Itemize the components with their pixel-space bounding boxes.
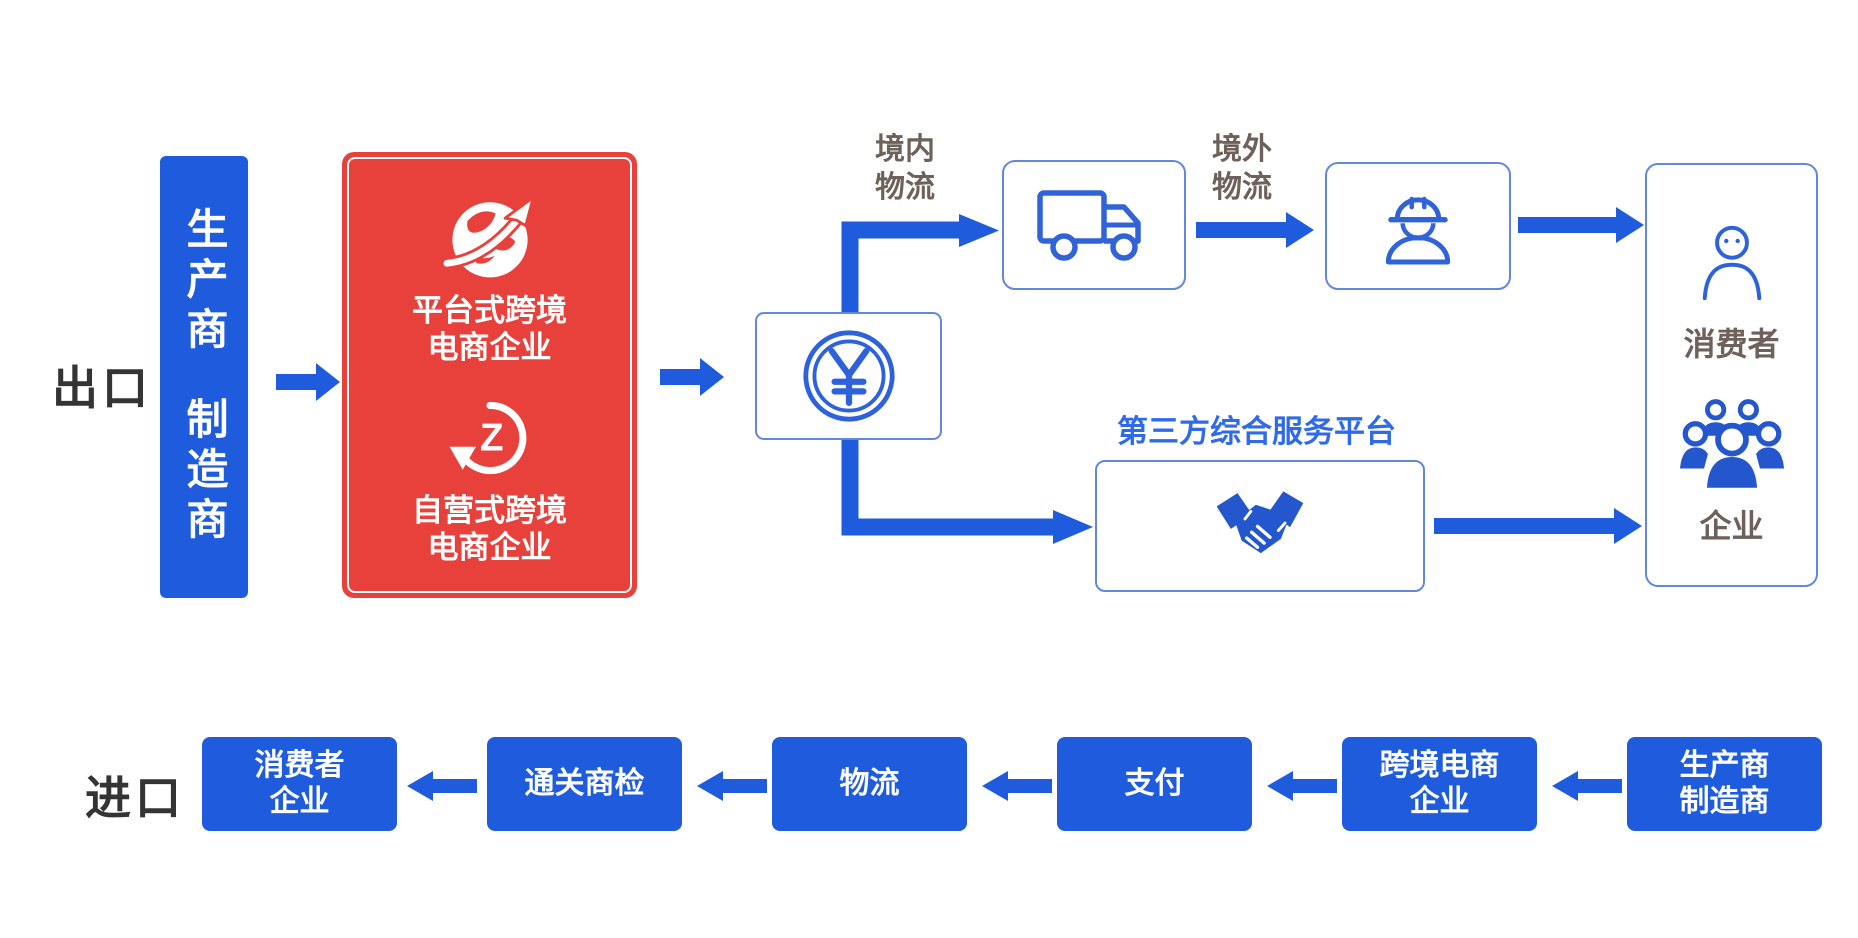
import-step-line1: 跨境电商 [1379, 749, 1500, 782]
manufacturer-word: 制造商 [181, 397, 228, 547]
arrow-ecommerce-to-payment-import [1267, 771, 1337, 801]
arrow-producer-to-ecommerce [276, 363, 340, 401]
elbow-arrow-payment-to-platform [841, 440, 1093, 544]
enterprise-label: 企业 [1699, 508, 1764, 544]
z-cycle-icon: Z [449, 401, 526, 475]
import-step-payment: 支付 [1057, 737, 1252, 831]
platform-type-line2: 电商企业 [427, 330, 552, 365]
domestic-logistics-box [1002, 160, 1186, 290]
worker-icon [1385, 196, 1451, 265]
arrow-platform-to-receivers [1434, 508, 1642, 544]
arrow-payment-to-logistics [982, 771, 1052, 801]
svg-text:Z: Z [479, 416, 503, 459]
third-party-platform-box [1095, 460, 1425, 592]
overseas-logistics-label: 境外 物流 [1192, 131, 1292, 207]
import-step-line1: 通关商检 [524, 767, 645, 800]
import-step-line1: 物流 [839, 767, 900, 800]
domestic-logistics-line2: 物流 [875, 171, 935, 204]
truck-icon [1037, 189, 1141, 261]
consumer-person-icon [1702, 225, 1761, 301]
overseas-logistics-box [1325, 162, 1511, 290]
domestic-logistics-label: 境内 物流 [855, 131, 955, 207]
self-operated-line2: 电商企业 [427, 530, 552, 565]
third-party-platform-label: 第三方综合服务平台 [1117, 414, 1396, 449]
import-step-line2: 企业 [269, 785, 330, 818]
payment-box [755, 312, 942, 440]
domestic-logistics-line1: 境内 [875, 133, 935, 166]
enterprise-group-icon [1679, 399, 1784, 488]
globe-plane-icon [442, 196, 535, 278]
import-step-line1: 生产商 [1679, 749, 1770, 782]
import-step-line1: 消费者 [254, 749, 345, 782]
yuan-coin-icon [802, 330, 895, 422]
import-step-line2: 企业 [1409, 785, 1470, 818]
arrow-logistics-to-customs [697, 771, 767, 801]
producer-manufacturer-bar: 生产商 制造商 [160, 156, 248, 598]
export-section-label: 出口 [52, 362, 152, 414]
overseas-logistics-line1: 境外 [1212, 133, 1272, 166]
import-step-line2: 制造商 [1679, 785, 1770, 818]
self-operated-caption: 自营式跨境 电商企业 [412, 492, 567, 566]
producer-word: 生产商 [181, 207, 228, 357]
import-section-label: 进口 [85, 772, 185, 824]
arrow-producer-to-ecommerce-import [1552, 771, 1622, 801]
arrow-truck-to-worker [1196, 212, 1314, 248]
import-step-customs-inspection: 通关商检 [487, 737, 682, 831]
cross-border-ecommerce-box: 平台式跨境 电商企业 Z 自营式跨境 电商企业 [342, 152, 637, 598]
import-step-line1: 支付 [1124, 767, 1185, 800]
handshake-icon [1216, 491, 1304, 554]
elbow-arrow-payment-to-truck [841, 214, 999, 312]
consumer-enterprise-box: 消费者 企业 [1645, 163, 1818, 587]
self-operated-line1: 自营式跨境 [412, 493, 567, 528]
import-step-crossborder-ecommerce: 跨境电商 企业 [1342, 737, 1537, 831]
platform-type-caption: 平台式跨境 电商企业 [412, 292, 567, 366]
import-step-logistics: 物流 [772, 737, 967, 831]
import-step-consumer-enterprise: 消费者 企业 [202, 737, 397, 831]
consumer-label: 消费者 [1683, 326, 1780, 362]
import-step-producer-manufacturer: 生产商 制造商 [1627, 737, 1822, 831]
arrow-worker-to-receivers [1518, 207, 1644, 243]
platform-type-line1: 平台式跨境 [412, 293, 567, 328]
arrow-ecommerce-to-payment [660, 358, 724, 396]
arrow-customs-to-consumer [407, 771, 477, 801]
overseas-logistics-line2: 物流 [1212, 171, 1272, 204]
